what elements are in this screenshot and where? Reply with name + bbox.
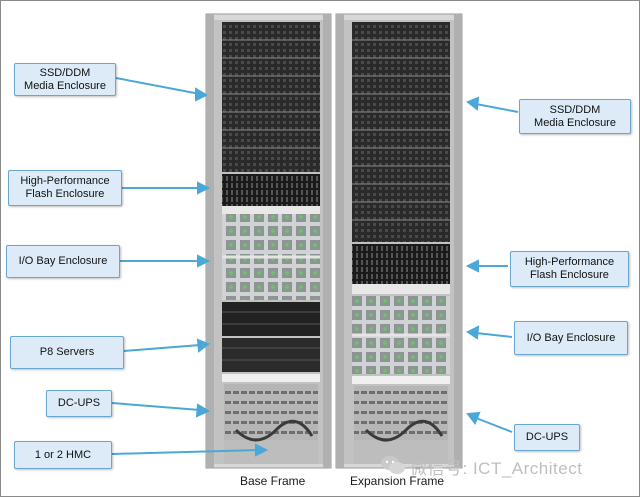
label-base-io-bay-enclosure: I/O Bay Enclosure (6, 245, 120, 278)
label-base-flash-enclosure: High-Performance Flash Enclosure (8, 170, 122, 206)
label-expansion-ssd-media-enclosure: SSD/DDM Media Enclosure (519, 99, 631, 134)
caption-base-frame: Base Frame (240, 474, 306, 488)
base-frame-rack (205, 13, 332, 469)
wechat-icon (381, 456, 405, 474)
caption-expansion-frame: Expansion Frame (350, 474, 445, 488)
label-p8-servers: P8 Servers (10, 336, 124, 369)
label-expansion-flash-enclosure: High-Performance Flash Enclosure (510, 251, 629, 287)
callout-arrows (111, 77, 519, 457)
label-base-ssd-media-enclosure: SSD/DDM Media Enclosure (14, 63, 116, 96)
expansion-frame-rack (335, 13, 463, 469)
label-hmc: 1 or 2 HMC (14, 441, 112, 469)
label-expansion-io-bay-enclosure: I/O Bay Enclosure (514, 321, 628, 355)
watermark-text: 微信号: ICT_Architect (410, 459, 583, 478)
label-base-dc-ups: DC-UPS (46, 390, 112, 417)
label-expansion-dc-ups: DC-UPS (514, 424, 580, 451)
